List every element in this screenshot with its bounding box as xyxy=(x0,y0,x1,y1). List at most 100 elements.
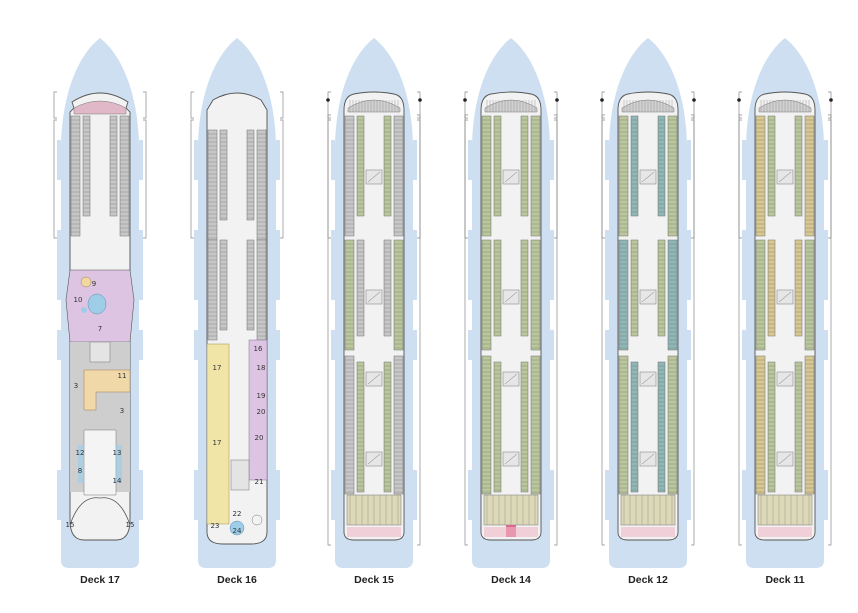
section-bracket-right xyxy=(417,114,421,546)
cabin-column-inner-right xyxy=(109,115,118,217)
cabin-column-inner-left xyxy=(493,239,502,337)
cabin-block xyxy=(530,239,541,351)
cabin-block xyxy=(109,115,118,217)
lifeboat-bay-right xyxy=(824,230,828,300)
cabin-column-inner-right xyxy=(383,361,392,493)
section-bracket-left xyxy=(601,119,605,239)
section-bracket-right xyxy=(554,119,558,239)
cabin-block xyxy=(530,355,541,495)
cabin-block xyxy=(82,115,91,217)
lifeboat-bay-left xyxy=(605,140,609,180)
section-bracket-left xyxy=(601,91,605,119)
area-number: 11 xyxy=(118,372,127,380)
deck-label: Deck 17 xyxy=(80,574,120,586)
cabin-column-inner-right xyxy=(383,115,392,217)
area-number: 12 xyxy=(76,449,85,457)
cabin-column-inner-left xyxy=(493,361,502,493)
deck-label: Deck 11 xyxy=(765,574,805,586)
lifeboat-bay-left xyxy=(194,330,198,360)
section-bracket-right xyxy=(143,119,147,239)
area-number: 19 xyxy=(257,392,266,400)
bow-marker-left xyxy=(600,98,604,102)
lifeboat-bay-left xyxy=(605,230,609,300)
cabin-column-outer-right xyxy=(256,239,267,341)
cabin-column-outer-left xyxy=(481,115,492,237)
cabin-column-inner-right xyxy=(520,239,529,337)
section-bracket-left xyxy=(190,119,194,239)
cabin-column-outer-left xyxy=(70,115,81,237)
cabin-column-inner-left xyxy=(630,361,639,493)
cabin-block xyxy=(246,239,255,331)
lifeboat-bay-left xyxy=(57,330,61,360)
area-number: 3 xyxy=(120,407,124,415)
lifeboat-bay-left xyxy=(468,330,472,360)
bow-marker-right xyxy=(692,98,696,102)
section-bracket-left xyxy=(53,119,57,239)
cabin-block xyxy=(667,239,678,351)
section-bracket-left xyxy=(464,114,468,546)
stair-symbol xyxy=(504,453,518,465)
cabin-column-outer-right xyxy=(530,115,541,237)
cabin-column-outer-right xyxy=(667,239,678,351)
cabin-column-inner-right xyxy=(383,239,392,337)
area-number: 15 xyxy=(126,521,135,529)
cabin-block xyxy=(383,115,392,217)
lifeboat-bay-left xyxy=(742,140,746,180)
lifeboat-bay-right xyxy=(824,330,828,360)
area-number: 20 xyxy=(257,408,266,416)
area-number: 18 xyxy=(257,364,266,372)
cabin-column-outer-right xyxy=(804,115,815,237)
lifeboat-bay-right xyxy=(550,470,554,520)
cabin-column-inner-right xyxy=(520,361,529,493)
lifeboat-bay-right xyxy=(550,140,554,180)
stair-symbol xyxy=(367,291,381,303)
cabin-block xyxy=(344,239,355,351)
cabin-block xyxy=(207,129,218,241)
cabin-block xyxy=(657,361,666,493)
cabin-block xyxy=(393,239,404,351)
stair-core xyxy=(230,459,250,491)
lifeboat-bay-left xyxy=(331,140,335,180)
lifeboat-bay-right xyxy=(139,470,143,520)
stair-symbol xyxy=(504,171,518,183)
cabin-column-outer-left xyxy=(344,355,355,495)
section-bracket-left xyxy=(327,114,331,546)
cabin-block xyxy=(481,355,492,495)
cabin-column-outer-left xyxy=(618,115,629,237)
cabin-column-outer-left xyxy=(618,355,629,495)
stair-symbol xyxy=(504,291,518,303)
section-bracket-left xyxy=(738,114,742,546)
bow-marker-right xyxy=(555,98,559,102)
cabin-block xyxy=(219,129,228,221)
cabin-column-inner-right xyxy=(794,115,803,217)
aft-pool-right xyxy=(116,445,122,483)
area-number: 13 xyxy=(113,449,122,457)
bow-marker-right xyxy=(418,98,422,102)
pool xyxy=(87,293,107,315)
cabin-block xyxy=(393,355,404,495)
cabin-column-inner-right xyxy=(520,115,529,217)
section-bracket-right xyxy=(691,114,695,546)
stair-symbol xyxy=(641,453,655,465)
lifeboat-bay-left xyxy=(742,470,746,520)
lifeboat-bay-left xyxy=(742,330,746,360)
cabin-block xyxy=(256,239,267,341)
cabin-block xyxy=(657,115,666,217)
cabin-column-outer-left xyxy=(344,239,355,351)
lifeboat-bay-right xyxy=(413,140,417,180)
section-bracket-right xyxy=(554,91,558,119)
section-bracket-left xyxy=(601,114,605,546)
cabin-column-inner-left xyxy=(630,115,639,217)
deck-label: Deck 16 xyxy=(217,574,257,586)
section-bracket-right xyxy=(828,119,832,239)
stern-terrace xyxy=(621,527,675,537)
area-number: 20 xyxy=(255,434,264,442)
lifeboat-bay-right xyxy=(824,140,828,180)
section-bracket-right xyxy=(280,119,284,239)
cabin-block xyxy=(755,355,766,495)
cabin-column-inner-left xyxy=(356,115,365,217)
stair-symbol xyxy=(367,171,381,183)
lifeboat-bay-right xyxy=(687,330,691,360)
